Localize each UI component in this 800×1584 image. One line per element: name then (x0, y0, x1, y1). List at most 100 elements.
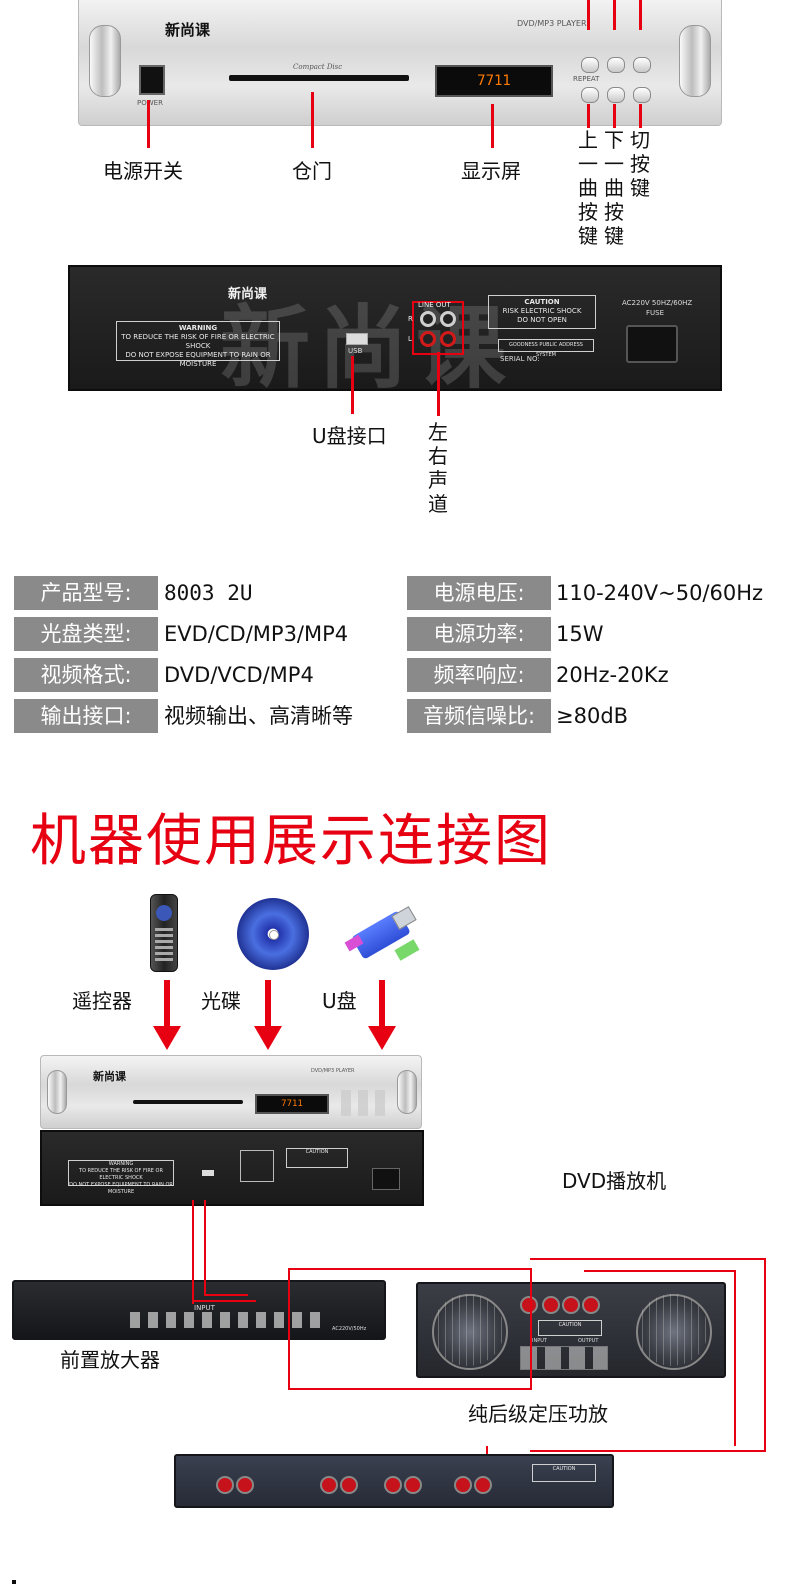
usb-drive-icon (344, 906, 422, 964)
amp-output-text: OUTPUT (578, 1338, 599, 1344)
power-socket[interactable] (626, 325, 678, 363)
zone-post-6[interactable] (404, 1476, 422, 1494)
usb-port[interactable] (346, 333, 368, 345)
jack-r1[interactable] (420, 311, 436, 327)
fan-left (432, 1294, 508, 1370)
wire-amp-out-4 (734, 1270, 736, 1446)
preamp-label: 前置放大器 (60, 1348, 160, 1372)
spec-key-3: 输出接口: (14, 699, 158, 733)
usb-text: USB (348, 347, 363, 355)
power-switch[interactable] (139, 65, 165, 95)
amp-xlr-row (520, 1346, 608, 1370)
zone-post-1[interactable] (216, 1476, 234, 1494)
display-callout: 显示屏 (461, 159, 521, 183)
spec-val-0: 8003 2U (164, 581, 253, 605)
repeat-text: REPEAT (573, 75, 600, 83)
zone-caution-box: CAUTION (532, 1464, 596, 1482)
mini-buttons (341, 1090, 391, 1116)
jack-l2[interactable] (440, 331, 456, 347)
usb-leader (351, 356, 354, 414)
speaker-post-4[interactable] (582, 1296, 600, 1314)
preamp-input-text: INPUT (194, 1304, 215, 1312)
zone-post-4[interactable] (340, 1476, 358, 1494)
dvd-rear-mini: WARNING TO REDUCE THE RISK OF FIRE OR EL… (40, 1130, 424, 1206)
prev-track-button[interactable] (581, 87, 599, 103)
power-spec-text: AC220V 50HZ/60HZ (622, 299, 693, 307)
usb-label: U盘 (322, 989, 357, 1013)
mini-warning-title: WARNING (108, 1161, 134, 1167)
display-screen: 7711 (435, 65, 553, 97)
speaker-post-1[interactable] (520, 1296, 538, 1314)
lineout-box (412, 301, 464, 355)
spec-val-7: ≥80dB (556, 704, 629, 728)
usb-callout: U盘接口 (312, 424, 387, 448)
speaker-post-2[interactable] (542, 1296, 560, 1314)
caution-line1: RISK ELECTRIC SHOCK (502, 307, 582, 315)
button-leader-1 (587, 0, 590, 30)
serial-text: SERIAL NO: (500, 355, 540, 363)
wire-amp-out-2 (584, 1270, 734, 1272)
arrow-shaft-2 (265, 980, 271, 1028)
play-button[interactable] (607, 57, 625, 73)
display-leader (491, 104, 494, 148)
spec-key-0: 产品型号: (14, 576, 158, 610)
arrow-shaft-1 (164, 980, 170, 1028)
zone-post-5[interactable] (384, 1476, 402, 1494)
preamp-box: INPUT AC220V/50Hz (12, 1280, 386, 1340)
arrow-head-1 (153, 1026, 181, 1050)
jack-l1[interactable] (420, 331, 436, 347)
mini-warning-line1: TO REDUCE THE RISK OF FIRE OR ELECTRIC S… (79, 1168, 163, 1181)
fan-right (636, 1294, 712, 1370)
mini-display: 7711 (255, 1094, 329, 1114)
amp-caution-box: CAUTION (538, 1320, 602, 1336)
jack-r2[interactable] (440, 311, 456, 327)
dvd-front-mini: 新尚课 DVD/MP3 PLAYER 7711 (40, 1055, 422, 1129)
disc-text: Compact Disc (293, 63, 343, 71)
caution-box: CAUTION RISK ELECTRIC SHOCK DO NOT OPEN (488, 295, 596, 329)
wire-dvd-to-preamp-2 (204, 1200, 248, 1296)
up-button[interactable] (581, 57, 599, 73)
left-handle (89, 25, 121, 97)
zone-post-3[interactable] (320, 1476, 338, 1494)
wire-amp-out-1 (530, 1258, 766, 1452)
arrow-shaft-3 (379, 980, 385, 1028)
preamp-jack-row (130, 1312, 326, 1328)
remote-control-icon (150, 894, 178, 972)
prev-callout: 上一曲按键 (578, 128, 598, 248)
zone-post-2[interactable] (236, 1476, 254, 1494)
mini-usb-port (202, 1170, 214, 1176)
speaker-post-3[interactable] (562, 1296, 580, 1314)
mini-power-socket (372, 1168, 400, 1190)
amp-input-text: INPUT (532, 1338, 547, 1344)
zone-post-8[interactable] (474, 1476, 492, 1494)
tray-leader (311, 92, 314, 148)
grill-right (636, 1294, 708, 1366)
switch-button[interactable] (633, 87, 651, 103)
next-callout: 下一曲按键 (604, 128, 624, 248)
zone-post-7[interactable] (454, 1476, 472, 1494)
watermark: 新尚课 (220, 296, 514, 401)
stop-button[interactable] (633, 57, 651, 73)
spec-key-7: 音频信噪比: (407, 699, 551, 733)
channels-callout: 左右声道 (428, 420, 448, 516)
disc-tray-slot[interactable] (229, 75, 409, 81)
model-text: DVD/MP3 PLAYER (517, 19, 587, 28)
mini-caution-box: CAUTION (286, 1148, 348, 1168)
mini-warning-box: WARNING TO REDUCE THE RISK OF FIRE OR EL… (68, 1160, 174, 1195)
tray-callout: 仓门 (292, 159, 332, 183)
warning-box: WARNING TO REDUCE THE RISK OF FIRE OR EL… (116, 321, 280, 368)
system-box: GOODNESS PUBLIC ADDRESS SYSTEM (498, 339, 594, 358)
arrow-head-2 (254, 1026, 282, 1050)
next-track-button[interactable] (607, 87, 625, 103)
mini-caution-title: CAUTION (305, 1149, 329, 1155)
r-text: R (408, 315, 413, 323)
warning-title: WARNING (178, 324, 218, 332)
spec-key-1: 光盘类型: (14, 617, 158, 651)
wire-preamp-to-amp (288, 1268, 532, 1390)
zone-caution-text: CAUTION (552, 1466, 576, 1472)
system-text: GOODNESS PUBLIC ADDRESS SYSTEM (509, 342, 583, 358)
spec-val-3: 视频输出、高清晰等 (164, 704, 353, 728)
preamp-power-text: AC220V/50Hz (332, 1326, 367, 1332)
caution-line2: DO NOT OPEN (517, 316, 567, 324)
spec-key-2: 视频格式: (14, 658, 158, 692)
